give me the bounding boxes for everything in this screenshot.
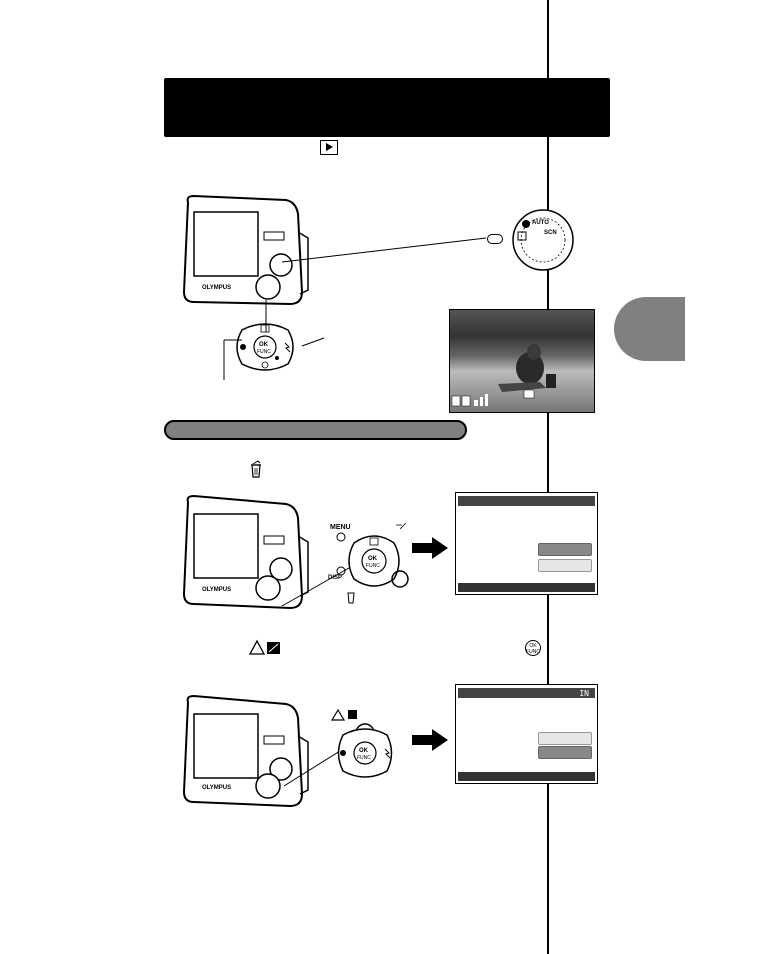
control-pad-1: OK FUNC: [236, 323, 294, 371]
pad2-ok: OK: [368, 556, 378, 562]
right-arrow-icon: [412, 537, 448, 559]
camera-illustration-3: OLYMPUS: [182, 694, 309, 808]
camera2-brand: OLYMPUS: [202, 587, 231, 593]
dial-label-scn: SCN: [544, 230, 557, 236]
callout-lines-pad: [223, 300, 325, 380]
screen2-option-normal[interactable]: [538, 732, 592, 745]
photo-scene: [451, 344, 556, 407]
pad3-func: FUNC: [357, 755, 371, 761]
camera-illustration-1: OLYMPUS: [182, 194, 309, 306]
erase-confirm-screen-2: IN: [455, 684, 598, 784]
pad2-func: FUNC: [366, 563, 380, 569]
erase-confirm-screen-1: [455, 492, 598, 595]
disp-button-label: DISP: [328, 575, 342, 581]
screen2-footer-bar: [458, 772, 595, 781]
chapter-side-tab: [614, 297, 685, 361]
screen1-option-highlight[interactable]: [538, 543, 592, 556]
screen1-footer-bar: [458, 583, 595, 592]
right-arrow-icon-2: [412, 729, 448, 751]
callout-line-pad3: [283, 745, 349, 787]
page-divider-line: [547, 0, 549, 954]
control-pad-3: OK FUNC: [330, 708, 393, 778]
dial-label-auto: AUTO: [532, 220, 549, 226]
callout-line-pad2: [281, 563, 357, 607]
control-pad-2: MENU DISP OK FUNC: [328, 522, 409, 604]
pad1-ok: OK: [259, 342, 269, 348]
memory-badge: IN: [579, 689, 589, 698]
camera-illustration-2: OLYMPUS: [182, 494, 309, 610]
section-heading-pill: [164, 420, 467, 440]
triangle-exposure-icon: [248, 639, 280, 655]
pad1-func: FUNC: [257, 349, 271, 355]
menu-button-label: MENU: [330, 524, 351, 531]
playback-photo-screen: [449, 309, 595, 413]
screen1-title-bar: [458, 496, 595, 506]
pad3-ok: OK: [359, 748, 369, 754]
camera3-brand: OLYMPUS: [202, 785, 231, 791]
play-icon: [320, 140, 338, 155]
trash-icon: [251, 460, 261, 478]
mode-dial: AUTO SCN: [512, 209, 574, 271]
screen2-title-bar: IN: [458, 688, 595, 698]
screen2-option-highlight[interactable]: [538, 746, 592, 759]
callout-line-dial: [281, 237, 487, 263]
dial-indicator-oval: [487, 234, 503, 244]
screen1-option-normal[interactable]: [538, 559, 592, 572]
page-header-bar: [164, 78, 610, 137]
camera1-brand: OLYMPUS: [202, 285, 231, 291]
